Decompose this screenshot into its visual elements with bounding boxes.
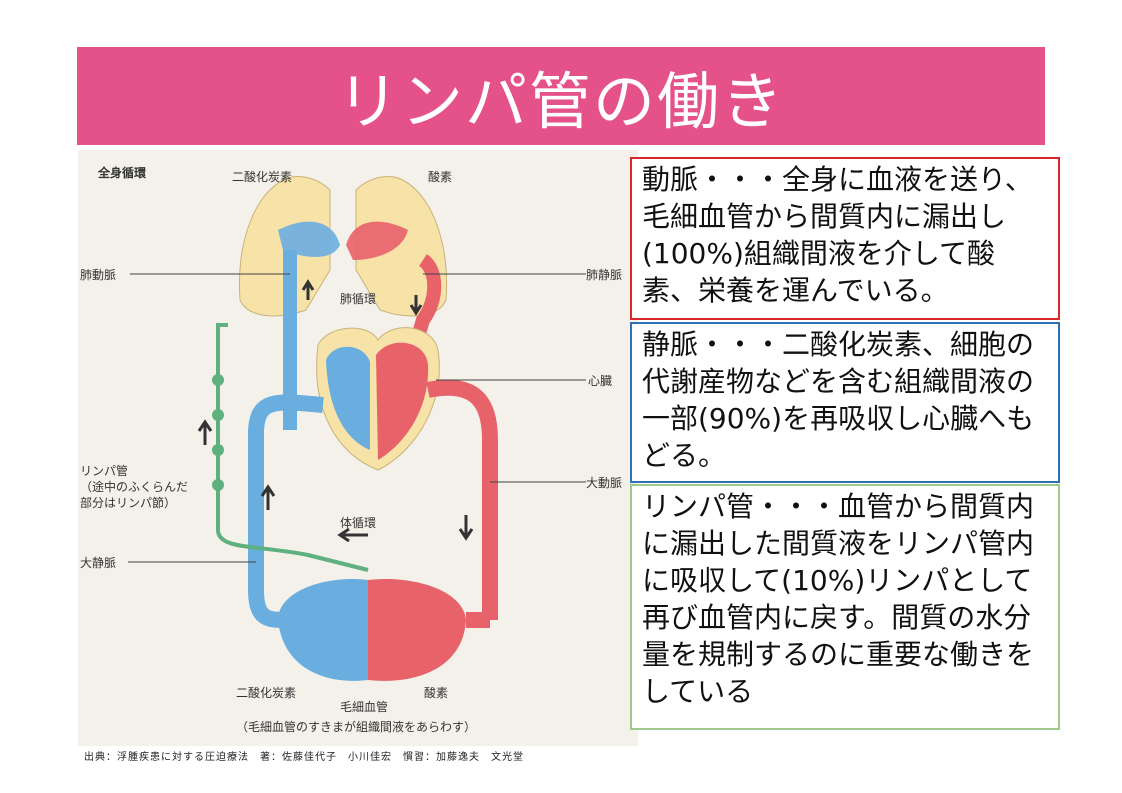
pulmonary-vein-vessel <box>401 254 442 373</box>
page-title: リンパ管の働き <box>336 65 785 138</box>
heart-right-side <box>326 346 370 450</box>
lung-capillary-vein <box>278 221 340 257</box>
vena-cava-vessel <box>248 394 324 590</box>
arrow-up-left <box>197 419 213 445</box>
capillary-connection <box>248 589 289 628</box>
heart-left-side <box>376 342 429 460</box>
arrow-up-mid <box>260 484 276 510</box>
artery-description-box: 動脈・・・全身に血液を送り、毛細血管から間質内に漏出し(100%)組織間液を介し… <box>630 157 1060 320</box>
lymph-vessel <box>216 323 369 572</box>
lymph-label-2: （途中のふくらんだ <box>80 480 189 494</box>
pulmonary-artery-label: 肺動脈 <box>80 268 117 282</box>
co2-bottom-label: 二酸化炭素 <box>236 686 297 700</box>
pulmonary-vein-label: 肺静脈 <box>586 268 623 282</box>
capillary-label: 毛細血管 <box>340 700 389 714</box>
circulation-diagram: 全身循環 二酸化炭素 酸素 肺動脈 肺静脈 肺循環 心臓 リンパ管 （途中のふく… <box>78 150 638 746</box>
vena-cava-label: 大静脈 <box>80 556 117 570</box>
capillary-bed-vein <box>278 579 368 681</box>
pulmonary-circulation-label: 肺循環 <box>340 292 377 306</box>
arrow-down-pulmonary <box>409 295 423 316</box>
heart-label: 心臓 <box>588 374 613 388</box>
arrow-left-systemic <box>337 527 368 543</box>
aorta-vessel <box>426 379 498 620</box>
arrow-down-right <box>458 515 474 541</box>
lymph-description-box: リンパ管・・・血管から間質内に漏出した間質液をリンパ管内に吸収して(10%)リン… <box>630 484 1060 730</box>
title-banner: リンパ管の働き <box>77 47 1045 145</box>
o2-top-label: 酸素 <box>428 170 453 184</box>
systemic-circulation-label: 体循環 <box>340 516 377 530</box>
diagram-heading: 全身循環 <box>98 166 147 180</box>
vein-description-box: 静脈・・・二酸化炭素、細胞の代謝産物などを含む組織間液の一部(90%)を再吸収し… <box>630 322 1060 483</box>
lymph-description: リンパ管・・・血管から間質内に漏出した間質液をリンパ管内に吸収して(10%)リン… <box>642 490 1035 708</box>
co2-top-label: 二酸化炭素 <box>232 170 293 184</box>
vein-description: 静脈・・・二酸化炭素、細胞の代謝産物などを含む組織間液の一部(90%)を再吸収し… <box>642 328 1035 472</box>
lymph-label-1: リンパ管 <box>80 464 129 478</box>
circulation-illustration <box>128 176 586 681</box>
artery-description: 動脈・・・全身に血液を送り、毛細血管から間質内に漏出し(100%)組織間液を介し… <box>642 163 1033 307</box>
arrow-up-pulmonary <box>301 279 315 300</box>
o2-bottom-label: 酸素 <box>424 686 449 700</box>
source-citation: 出典：浮腫疾患に対する圧迫療法 著：佐藤佳代子 小川佳宏 慣習：加藤逸夫 文光堂 <box>84 752 524 763</box>
aorta-label: 大動脈 <box>586 476 623 490</box>
lung-capillary-artery <box>346 221 408 260</box>
lymph-label-3: 部分はリンパ節） <box>80 496 177 510</box>
capillary-note: （毛細血管のすきまが組織間液をあらわす） <box>236 720 477 734</box>
capillary-bed-artery <box>368 579 466 681</box>
